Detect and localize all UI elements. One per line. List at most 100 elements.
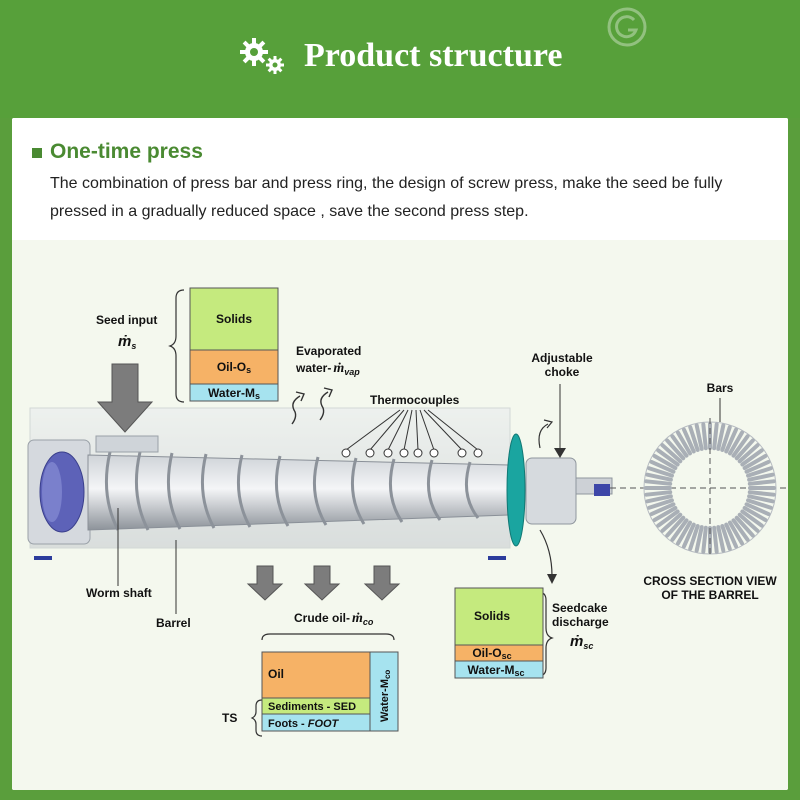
logo-mark-icon	[607, 7, 647, 47]
choke-label-1: Adjustable	[531, 351, 593, 365]
choke-curve-arrow	[538, 423, 549, 449]
barrel-bar	[728, 430, 744, 456]
section-description: The combination of press bar and press r…	[50, 175, 723, 220]
barrel-bar	[694, 525, 704, 553]
cake-oil-label: Oil-Osc	[472, 646, 511, 661]
input-solids-label: Solids	[216, 312, 252, 326]
input-oil-label: Oil-Os	[217, 360, 251, 375]
crude-oil-bracket	[261, 633, 395, 641]
barrel-bar	[746, 498, 773, 510]
vapor-arrow-1-head	[295, 391, 305, 402]
barrel-bar	[676, 520, 692, 546]
barrel-label: Barrel	[156, 616, 191, 630]
screw-flights	[104, 451, 480, 531]
oil-arrow-2	[303, 565, 341, 601]
barrel-bar	[747, 490, 776, 497]
barrel-bar	[688, 524, 700, 551]
barrel-bar	[734, 515, 755, 538]
adjustable-choke-body	[525, 457, 577, 525]
seedcake-label-1: Seedcake	[552, 601, 608, 615]
section-intro: One-time press The combination of press …	[12, 118, 788, 240]
barrel-bar	[670, 434, 689, 458]
barrel-bar	[649, 502, 676, 517]
barrel-bar	[740, 448, 764, 467]
crude-oil-label: Crude oil-ṁco	[294, 611, 374, 627]
barrel-bar	[681, 427, 696, 454]
barrel-bar	[660, 443, 683, 464]
ts-bracket	[250, 699, 263, 737]
press-ring	[506, 433, 526, 547]
section-subtitle: One-time press	[50, 140, 203, 163]
barrel-bar	[716, 525, 726, 553]
oil-composition-box	[261, 651, 399, 732]
barrel-bar	[737, 512, 760, 533]
oil-box-water-label: Water-Mco	[379, 670, 392, 722]
seedcake-label-2: discharge	[552, 615, 609, 629]
thermocouple-sensors	[341, 448, 483, 458]
vapor-arrow-2-head	[323, 387, 333, 398]
cake-solids-label: Solids	[474, 609, 510, 623]
barrel-bar	[665, 515, 686, 538]
seedcake-symbol: ṁsc	[570, 633, 593, 651]
cross-section-label-1: CROSS SECTION VIEW	[643, 574, 777, 588]
oil-box-sediments-label: Sediments - SED	[268, 701, 356, 713]
barrel-bar	[740, 509, 764, 528]
seed-input-symbol: ṁs	[118, 333, 136, 351]
barrel-cross-section	[643, 418, 777, 558]
vapor-arrow-2	[319, 391, 329, 421]
header-banner: Product structure	[0, 0, 800, 118]
drive-cap	[42, 462, 62, 522]
choke-arrow-head	[554, 448, 566, 458]
oil-arrow-1	[246, 565, 284, 601]
barrel-bar	[712, 525, 719, 554]
barrel-bar	[731, 434, 750, 458]
barrel-bar	[746, 466, 773, 478]
barrel-bar	[724, 427, 739, 454]
barrel-bar	[645, 472, 673, 482]
choke-label-2: choke	[545, 365, 580, 379]
barrel-bar	[647, 498, 674, 510]
barrel-bar	[720, 425, 732, 452]
barrel-bar	[676, 430, 692, 456]
barrel-bar	[747, 494, 775, 504]
worm-shaft-label: Worm shaft	[86, 586, 152, 600]
choke-knob	[594, 484, 610, 496]
barrel-bar	[744, 502, 771, 517]
barrel-bar	[644, 479, 673, 486]
barrel-bar	[652, 454, 678, 470]
barrel-bar	[665, 438, 686, 461]
barrel-bar	[694, 423, 704, 451]
evaporated-label-2: water-ṁvap	[295, 361, 360, 377]
barrel-bar	[742, 454, 768, 470]
press-diagram: Seed input ṁs Solids Oil-Os Water-Ms Eva…	[12, 240, 788, 790]
barrel-bar	[712, 422, 719, 451]
barrel-bar	[731, 518, 750, 542]
base-right-foot	[488, 556, 506, 560]
barrel-bar	[737, 443, 760, 464]
barrel-bar	[734, 438, 755, 461]
input-composition-box	[189, 287, 279, 402]
barrel-bar	[670, 518, 689, 542]
diagram-svg: Seed input ṁs Solids Oil-Os Water-Ms Eva…	[27, 287, 788, 737]
barrel-bar	[656, 509, 680, 528]
seed-input-label: Seed input	[96, 313, 157, 327]
evaporated-label-1: Evaporated	[296, 344, 361, 358]
base-left-foot	[34, 556, 52, 560]
ts-label: TS	[222, 711, 237, 725]
barrel-bar	[742, 506, 768, 522]
barrel-bar	[724, 522, 739, 549]
page-title: Product structure	[304, 37, 563, 74]
seedcake-arrow-head	[547, 574, 557, 584]
oil-box-oil-label: Oil	[268, 667, 284, 681]
vapor-arrow-1	[291, 395, 301, 425]
barrel-bar	[660, 512, 683, 533]
bars-label: Bars	[707, 381, 734, 395]
cake-composition-box	[454, 587, 544, 679]
cross-section-label-2: OF THE BARREL	[661, 588, 758, 602]
barrel-bar	[656, 448, 680, 467]
barrel-bar	[701, 525, 708, 554]
oil-box-foots-label: Foots - FOOT	[268, 718, 340, 730]
barrel-bar	[647, 466, 674, 478]
seed-input-arrow	[96, 363, 154, 433]
barrel-bar	[644, 490, 673, 497]
